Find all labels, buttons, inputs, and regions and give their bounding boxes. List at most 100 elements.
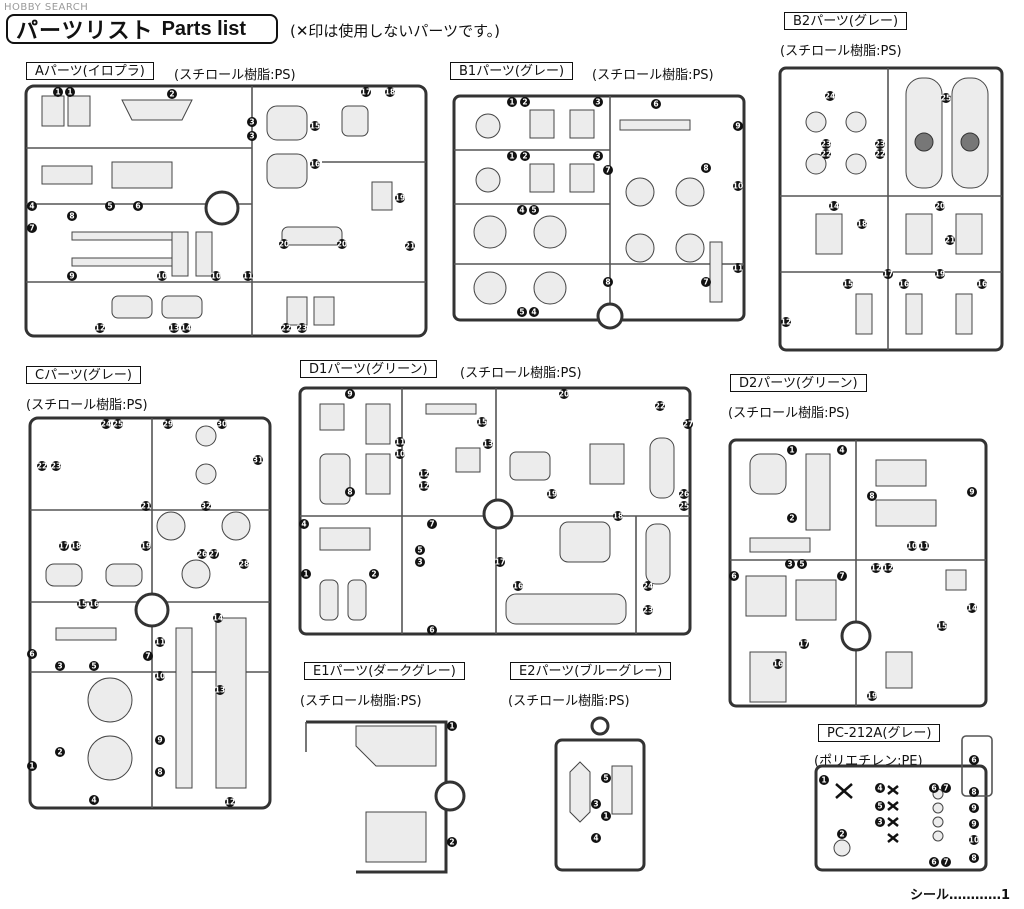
part-number: 10 — [733, 182, 743, 191]
part-number: 13 — [483, 440, 493, 449]
part-number: 6 — [429, 626, 434, 635]
part-number: 22 — [281, 324, 291, 333]
part-number: 21 — [141, 502, 151, 511]
part-number: 16 — [310, 160, 320, 169]
part-number: 2 — [839, 830, 844, 839]
part-number: 3 — [249, 132, 254, 141]
part-number: 10 — [211, 272, 221, 281]
part-number: 2 — [169, 90, 174, 99]
runner-e1-label: E1パーツ(ダークグレー) — [304, 662, 465, 680]
part-number: 12 — [419, 482, 429, 491]
part-number: 14 — [213, 614, 223, 623]
runner-d2-resin: (スチロール樹脂:PS) — [728, 406, 850, 421]
runner-pc-label: PC-212A(グレー) — [818, 724, 941, 742]
part-number: 1 — [67, 88, 72, 97]
part-number: 17 — [59, 542, 69, 551]
part-number: 25 — [679, 502, 689, 511]
runner-a-resin: (スチロール樹脂:PS) — [174, 68, 296, 83]
part-number: 5 — [519, 308, 524, 317]
part-number: 10 — [157, 272, 167, 281]
runner-e1-diagram: 1 2 — [305, 720, 466, 874]
part-number: 19 — [141, 542, 151, 551]
part-number: 23 — [875, 140, 885, 149]
runner-b2-diagram: 24 25 23 23 22 22 14 20 21 18 17 19 15 1… — [778, 66, 1004, 352]
part-number: 7 — [839, 572, 844, 581]
runner-d1-diagram: 9 15 20 22 11 10 13 27 12 12 8 19 26 25 … — [298, 386, 693, 636]
part-number: 19 — [547, 490, 557, 499]
part-number: 4 — [839, 446, 844, 455]
runner-pc-diagram: 6 1 4 6 7 8 5 9 3 9 2 10 6 7 8 — [814, 735, 993, 872]
part-number: 18 — [857, 220, 867, 229]
runner-b1-diagram: 1 2 3 6 9 1 2 3 7 8 10 4 5 11 5 4 8 7 — [452, 94, 746, 330]
part-number: 28 — [239, 560, 249, 569]
part-number: 8 — [971, 854, 976, 863]
part-number: 6 — [135, 202, 140, 211]
part-number: 16 — [899, 280, 909, 289]
part-number: 2 — [57, 748, 62, 757]
part-number: 11 — [919, 542, 929, 551]
part-number: 26 — [197, 550, 207, 559]
part-number: 20 — [935, 202, 945, 211]
part-number: 9 — [69, 272, 74, 281]
part-number: 7 — [943, 784, 948, 793]
part-number: 14 — [181, 324, 191, 333]
part-number: 9 — [157, 736, 162, 745]
part-number: 2 — [522, 152, 527, 161]
runner-c-resin: (スチロール樹脂:PS) — [26, 398, 148, 413]
runner-c-label: Cパーツ(グレー) — [26, 366, 141, 384]
part-number: 8 — [69, 212, 74, 221]
part-number: 15 — [310, 122, 320, 131]
part-number: 19 — [935, 270, 945, 279]
part-number: 3 — [57, 662, 62, 671]
runner-d1-resin: (スチロール樹脂:PS) — [460, 366, 582, 381]
part-number: 25 — [113, 420, 123, 429]
part-number: 4 — [29, 202, 34, 211]
part-number: 16 — [513, 582, 523, 591]
part-number: 1 — [55, 88, 60, 97]
part-number: 8 — [347, 488, 352, 497]
part-number: 14 — [967, 604, 977, 613]
part-number: 6 — [931, 784, 936, 793]
part-number: 23 — [51, 462, 61, 471]
runner-a-diagram: 1 1 2 3 3 15 17 18 4 5 6 16 19 7 8 9 10 … — [24, 84, 428, 338]
part-number: 5 — [877, 802, 882, 811]
part-number: 9 — [347, 390, 352, 399]
part-number: 5 — [799, 560, 804, 569]
part-number: 12 — [95, 324, 105, 333]
part-number: 7 — [29, 224, 34, 233]
part-number: 3 — [877, 818, 882, 827]
part-number: 15 — [937, 622, 947, 631]
part-number: 8 — [971, 788, 976, 797]
part-number: 4 — [519, 206, 524, 215]
part-number: 8 — [869, 492, 874, 501]
part-number: 21 — [405, 242, 415, 251]
part-number: 29 — [163, 420, 173, 429]
part-number: 17 — [361, 88, 371, 97]
part-number: 6 — [971, 756, 976, 765]
part-number: 30 — [217, 420, 227, 429]
runner-d2-diagram: 1 4 9 8 2 10 11 3 5 7 12 12 6 14 15 17 1… — [728, 438, 988, 708]
part-number: 10 — [969, 836, 979, 845]
part-number: 26 — [679, 490, 689, 499]
part-number: 6 — [653, 100, 658, 109]
part-number: 12 — [225, 798, 235, 807]
part-number: 4 — [593, 834, 598, 843]
part-number: 20 — [337, 240, 347, 249]
part-number: 21 — [945, 236, 955, 245]
part-number: 11 — [155, 638, 165, 647]
part-number: 22 — [655, 402, 665, 411]
part-number: 7 — [429, 520, 434, 529]
part-number: 1 — [789, 446, 794, 455]
part-number: 1 — [29, 762, 34, 771]
part-number: 8 — [703, 164, 708, 173]
runner-b2-resin: (スチロール樹脂:PS) — [780, 44, 902, 59]
unused-parts-note: (✕印は使用しないパーツです。) — [290, 22, 500, 40]
part-number: 7 — [605, 166, 610, 175]
part-number: 10 — [395, 450, 405, 459]
part-number: 6 — [731, 572, 736, 581]
part-number: 16 — [89, 600, 99, 609]
runner-c-diagram: 24 25 29 30 31 22 23 21 32 17 18 19 26 2… — [27, 416, 272, 810]
part-number: 11 — [395, 438, 405, 447]
part-number: 3 — [787, 560, 792, 569]
part-number: 9 — [969, 488, 974, 497]
